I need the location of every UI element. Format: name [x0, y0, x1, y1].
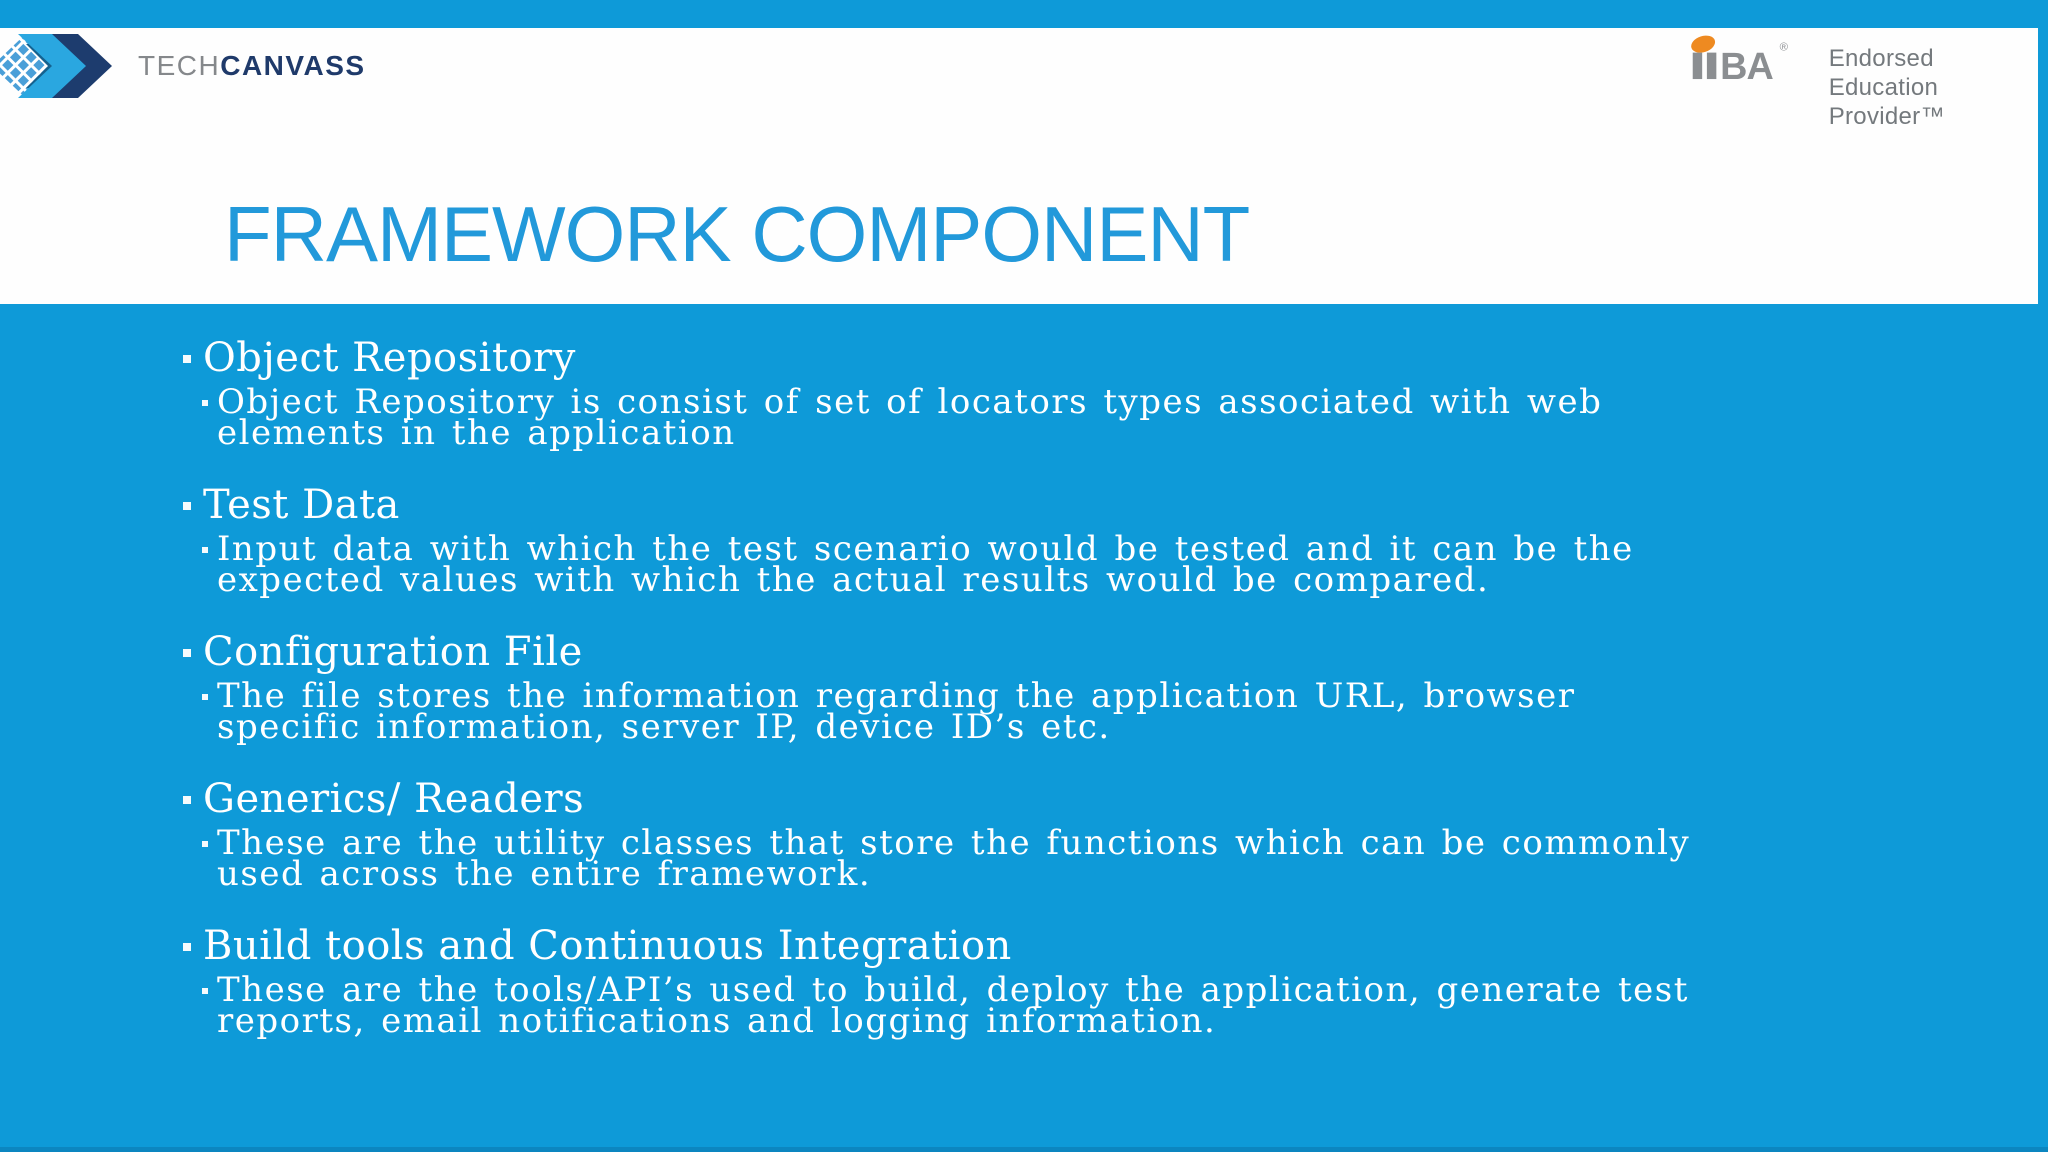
section-heading: Generics/ Readers — [203, 776, 585, 822]
section-body-row: These are the tools/API’s used to build,… — [0, 970, 2048, 1041]
sub-bullet-square-icon — [202, 694, 208, 700]
bullet-body-line: The file stores the information regardin… — [217, 676, 1576, 716]
section-body: Object Repository is consist of set of l… — [217, 382, 1603, 453]
sub-bullet-square-icon — [202, 841, 208, 847]
section-heading: Build tools and Continuous Integration — [203, 923, 1012, 969]
techcanvass-logo: TECHCANVASS — [0, 34, 366, 98]
bullet-body-line: Input data with which the test scenario … — [217, 529, 1634, 569]
bullet-body-line: expected values with which the actual re… — [217, 560, 1490, 600]
bullet-square-icon — [183, 796, 191, 804]
endorsement-line2: Provider™ — [1828, 103, 1945, 130]
iiba-endorsement: Endorsed Education Provider™ — [1829, 44, 2038, 131]
section-heading-row: Test Data — [0, 481, 2048, 529]
section-body-row: Object Repository is consist of set of l… — [0, 382, 2048, 453]
bullet-square-icon — [183, 502, 191, 510]
bullet-body-line: reports, email notifications and logging… — [217, 1001, 1217, 1041]
bullet-section: Generics/ Readers These are the utility … — [0, 775, 2048, 894]
bullet-section: Object Repository Object Repository is c… — [0, 334, 2048, 453]
bullet-section: Build tools and Continuous Integration T… — [0, 922, 2048, 1041]
section-body-row: The file stores the information regardin… — [0, 676, 2048, 747]
iiba-logo-icon: BA ® — [1691, 35, 1789, 88]
techcanvass-logo-icon — [0, 34, 112, 98]
section-heading-row: Configuration File — [0, 628, 2048, 676]
bullet-square-icon — [183, 355, 191, 363]
bullet-body-line: Object Repository is consist of set of l… — [217, 382, 1603, 422]
bullet-square-icon — [183, 649, 191, 657]
section-body: These are the tools/API’s used to build,… — [217, 970, 1689, 1041]
bullet-body-line: These are the utility classes that store… — [217, 823, 1691, 863]
section-body: These are the utility classes that store… — [217, 823, 1691, 894]
canvass-text: CANVASS — [220, 50, 366, 81]
section-body: Input data with which the test scenario … — [217, 529, 1634, 600]
sub-bullet-square-icon — [202, 547, 208, 553]
bullet-section: Configuration File The file stores the i… — [0, 628, 2048, 747]
section-heading: Object Repository — [203, 335, 576, 381]
section-heading: Configuration File — [203, 629, 583, 675]
bullet-body-line: used across the entire framework. — [217, 854, 872, 894]
registered-mark: ® — [1780, 42, 1789, 54]
bullet-section: Test Data Input data with which the test… — [0, 481, 2048, 600]
bullet-square-icon — [183, 943, 191, 951]
page-title: FRAMEWORK COMPONENT — [224, 190, 1250, 278]
bullet-body-line: These are the tools/API’s used to build,… — [217, 970, 1689, 1010]
sub-bullet-square-icon — [202, 988, 208, 994]
section-body: The file stores the information regardin… — [217, 676, 1576, 747]
section-heading-row: Build tools and Continuous Integration — [0, 922, 2048, 970]
section-heading-row: Object Repository — [0, 334, 2048, 382]
bullet-body-line: elements in the application — [217, 413, 736, 453]
section-heading-row: Generics/ Readers — [0, 775, 2048, 823]
header: TECHCANVASS FRAMEWORK COMPONENT BA ® End… — [0, 28, 2038, 304]
iiba-logo: BA ® Endorsed Education Provider™ — [1688, 32, 2038, 131]
iiba-wordmark-text: BA — [1720, 46, 1773, 88]
section-heading: Test Data — [203, 482, 400, 528]
techcanvass-wordmark: TECHCANVASS — [138, 50, 366, 82]
bottom-edge-strip — [0, 1147, 2048, 1152]
section-body-row: Input data with which the test scenario … — [0, 529, 2048, 600]
bullet-body-line: specific information, server IP, device … — [217, 707, 1111, 747]
section-body-row: These are the utility classes that store… — [0, 823, 2048, 894]
tech-text: TECH — [138, 50, 221, 81]
sub-bullet-square-icon — [202, 400, 208, 406]
content-sections: Object Repository Object Repository is c… — [0, 304, 2048, 1069]
endorsement-line1: Endorsed Education — [1828, 45, 1939, 101]
